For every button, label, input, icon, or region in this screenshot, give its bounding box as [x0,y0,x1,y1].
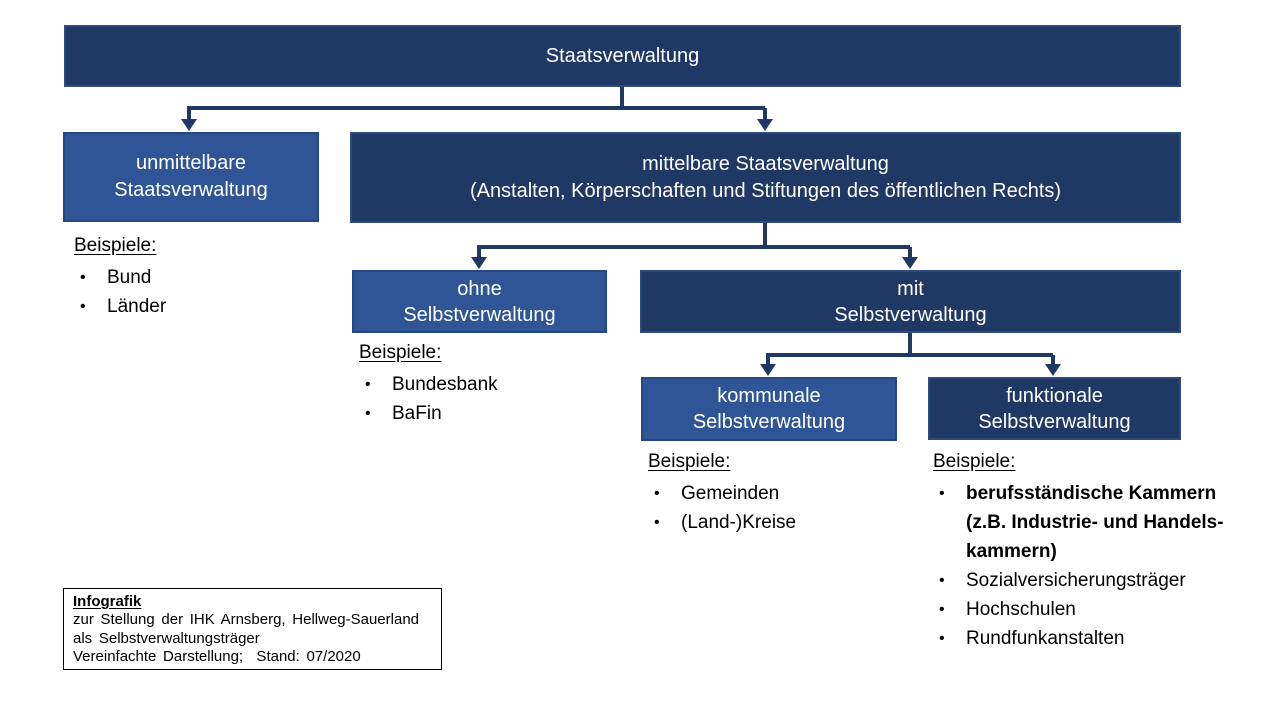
example-text: Hochschulen [966,599,1076,620]
bullet-icon: • [939,630,945,647]
bullet-icon: • [365,405,371,422]
node-label-line1: mit [897,277,924,300]
infobox-line: als Selbstverwaltungsträger [73,629,260,647]
examples-unmittelbare: Beispiele: • Bund • Länder [74,233,324,321]
arrowhead-kommunale [760,364,776,376]
node-kommunale-selbstverwaltung: kommunale Selbstverwaltung [641,377,897,441]
node-staatsverwaltung: Staatsverwaltung [64,25,1181,87]
list-item: • Bund [74,263,324,292]
arrowhead-mit [902,257,918,269]
example-text-line: berufsständische Kammern [966,483,1217,504]
node-label-line2: Staatsverwaltung [114,179,268,201]
infobox: Infografik zur Stellung der IHK Arnsberg… [63,588,442,670]
node-label-line2: (Anstalten, Körperschaften und Stiftunge… [469,179,1062,202]
bullet-icon: • [654,485,660,502]
connector-level1 [187,87,767,121]
example-text: BaFin [392,403,442,424]
node-unmittelbare-staatsverwaltung: unmittelbare Staatsverwaltung [63,132,319,222]
node-label-line1: kommunale [717,385,821,407]
node-ohne-selbstverwaltung: ohne Selbstverwaltung [352,270,607,333]
infobox-title: Infografik [73,593,142,610]
arrowhead-ohne [471,257,487,269]
node-mittelbare-staatsverwaltung: mittelbare Staatsverwaltung (Anstalten, … [350,132,1181,223]
examples-kommunale: Beispiele: • Gemeinden • (Land-)Kreise [648,449,908,537]
bullet-icon: • [939,572,945,589]
infobox-line: zur Stellung der IHK Arnsberg, Hellweg-S… [73,611,420,628]
bullet-icon: • [80,269,86,286]
example-text: Bund [107,267,152,288]
node-label-line2: Selbstverwaltung [403,303,556,326]
node-label-line2: Selbstverwaltung [978,410,1131,433]
example-text: (Land-)Kreise [681,512,797,533]
arrowhead-unmittelbare [181,119,197,131]
example-text: Bundesbank [392,374,498,395]
node-label-line2: Selbstverwaltung [692,411,846,433]
arrowhead-mittelbare [757,119,773,131]
examples-ohne: Beispiele: • Bundesbank • BaFin [359,340,619,428]
connector-level2 [477,223,912,259]
node-label-line1: ohne [457,277,502,300]
bullet-icon: • [939,601,945,618]
bullet-icon: • [80,298,86,315]
examples-heading: Beispiele: [359,342,442,363]
node-funktionale-selbstverwaltung: funktionale Selbstverwaltung [928,377,1181,440]
examples-heading: Beispiele: [933,451,1016,472]
node-label-line1: mittelbare Staatsverwaltung [642,152,889,175]
connector-level3 [766,333,1055,366]
examples-heading: Beispiele: [74,235,157,256]
list-item: • berufsständische Kammern (z.B. Industr… [933,479,1273,566]
example-text: Sozialversicherungsträger [966,570,1186,591]
bullet-icon: • [365,376,371,393]
list-item: • Bundesbank [359,370,619,399]
list-item: • BaFin [359,399,619,428]
example-text-multiline: berufsständische Kammern (z.B. Industrie… [966,479,1273,566]
node-label-line1: unmittelbare [135,152,247,174]
node-label-line2: Selbstverwaltung [834,303,987,326]
example-text: Gemeinden [681,483,780,504]
node-mit-selbstverwaltung: mit Selbstverwaltung [640,270,1181,333]
bullet-icon: • [654,514,660,531]
example-text: Rundfunkanstalten [966,628,1125,649]
list-item: • (Land-)Kreise [648,508,908,537]
list-item: • Rundfunkanstalten [933,624,1273,653]
node-label: Staatsverwaltung [545,44,700,67]
list-item: • Hochschulen [933,595,1273,624]
list-item: • Länder [74,292,324,321]
examples-funktionale: Beispiele: • berufsständische Kammern (z… [933,449,1273,653]
example-text: Länder [107,296,167,317]
bullet-icon: • [939,485,945,502]
examples-heading: Beispiele: [648,451,731,472]
example-text-line: kammern) [966,541,1057,562]
list-item: • Gemeinden [648,479,908,508]
list-item: • Sozialversicherungsträger [933,566,1273,595]
node-label-line1: funktionale [1006,384,1103,407]
infobox-line: Vereinfachte Darstellung; Stand: 07/2020 [73,648,361,665]
example-text-line: (z.B. Industrie- und Handels- [966,512,1224,533]
arrowhead-funktionale [1045,364,1061,376]
